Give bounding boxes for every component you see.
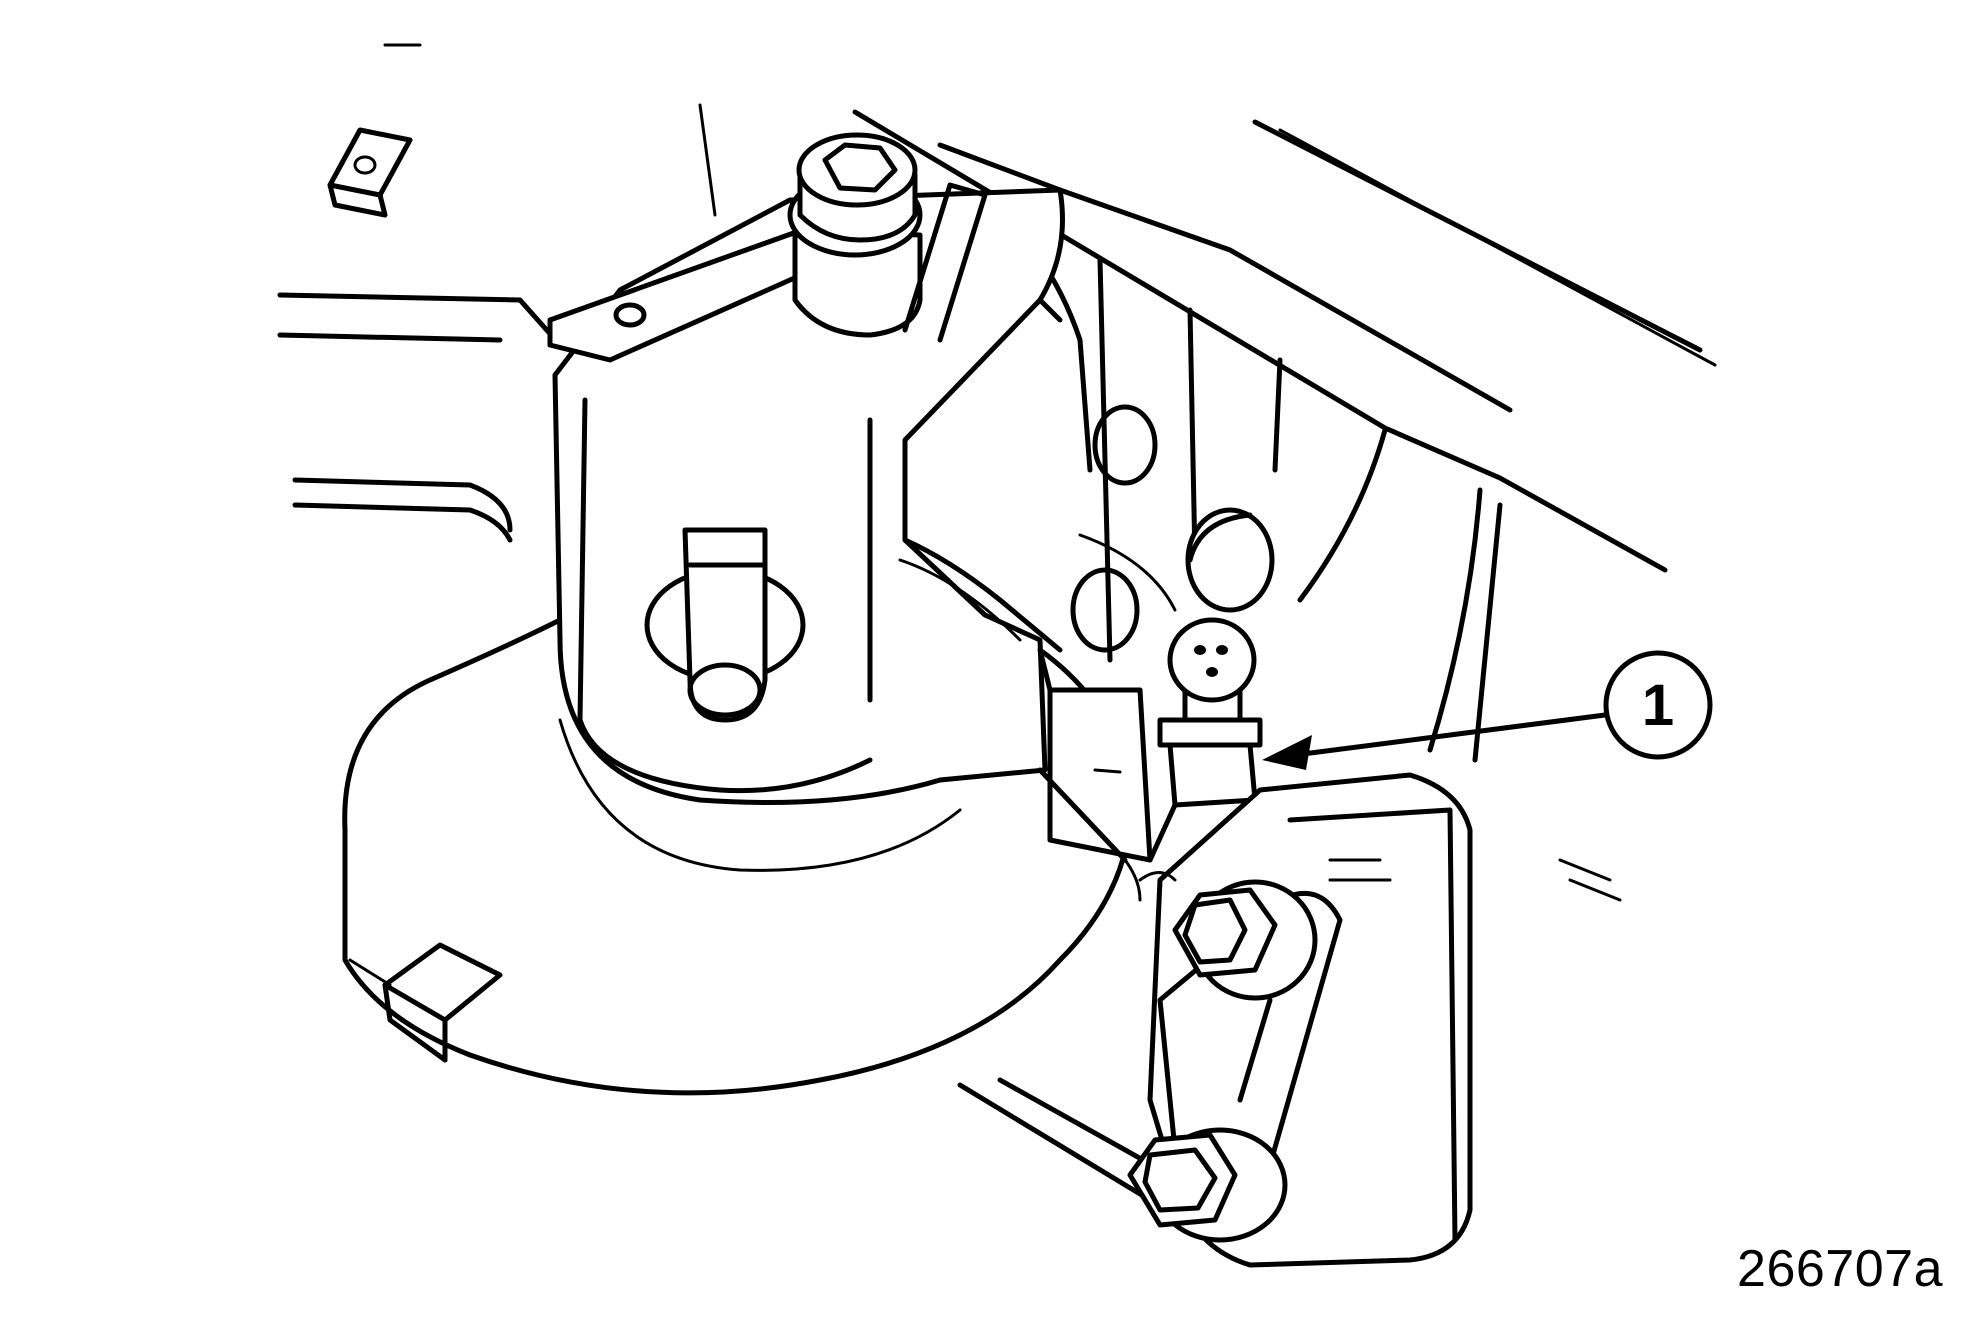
- bracket-bolt-lower: [1127, 1127, 1288, 1243]
- callout-label: 1: [1642, 673, 1674, 738]
- spindle-casting: [552, 187, 1065, 872]
- small-bracket-upper-left: [327, 43, 422, 218]
- leader-arrowhead: [1262, 735, 1312, 770]
- disc-front-edge: [1037, 767, 1177, 902]
- keyway-slot: [644, 527, 806, 723]
- leader-line: [1292, 712, 1608, 758]
- plug-middle: [1185, 507, 1275, 613]
- figure-id-label: 266707a: [1737, 1240, 1943, 1298]
- bracket-bolt-upper: [1172, 879, 1318, 1001]
- top-cap-bolt: [698, 103, 923, 338]
- grease-fitting: [1147, 617, 1263, 863]
- frame-member: [277, 292, 563, 543]
- plug-lower: [1070, 567, 1140, 653]
- vertical-post: [902, 182, 988, 343]
- callout-circle: [1603, 650, 1713, 760]
- plug-upper: [1092, 404, 1158, 486]
- callout-1: 1: [1262, 650, 1713, 770]
